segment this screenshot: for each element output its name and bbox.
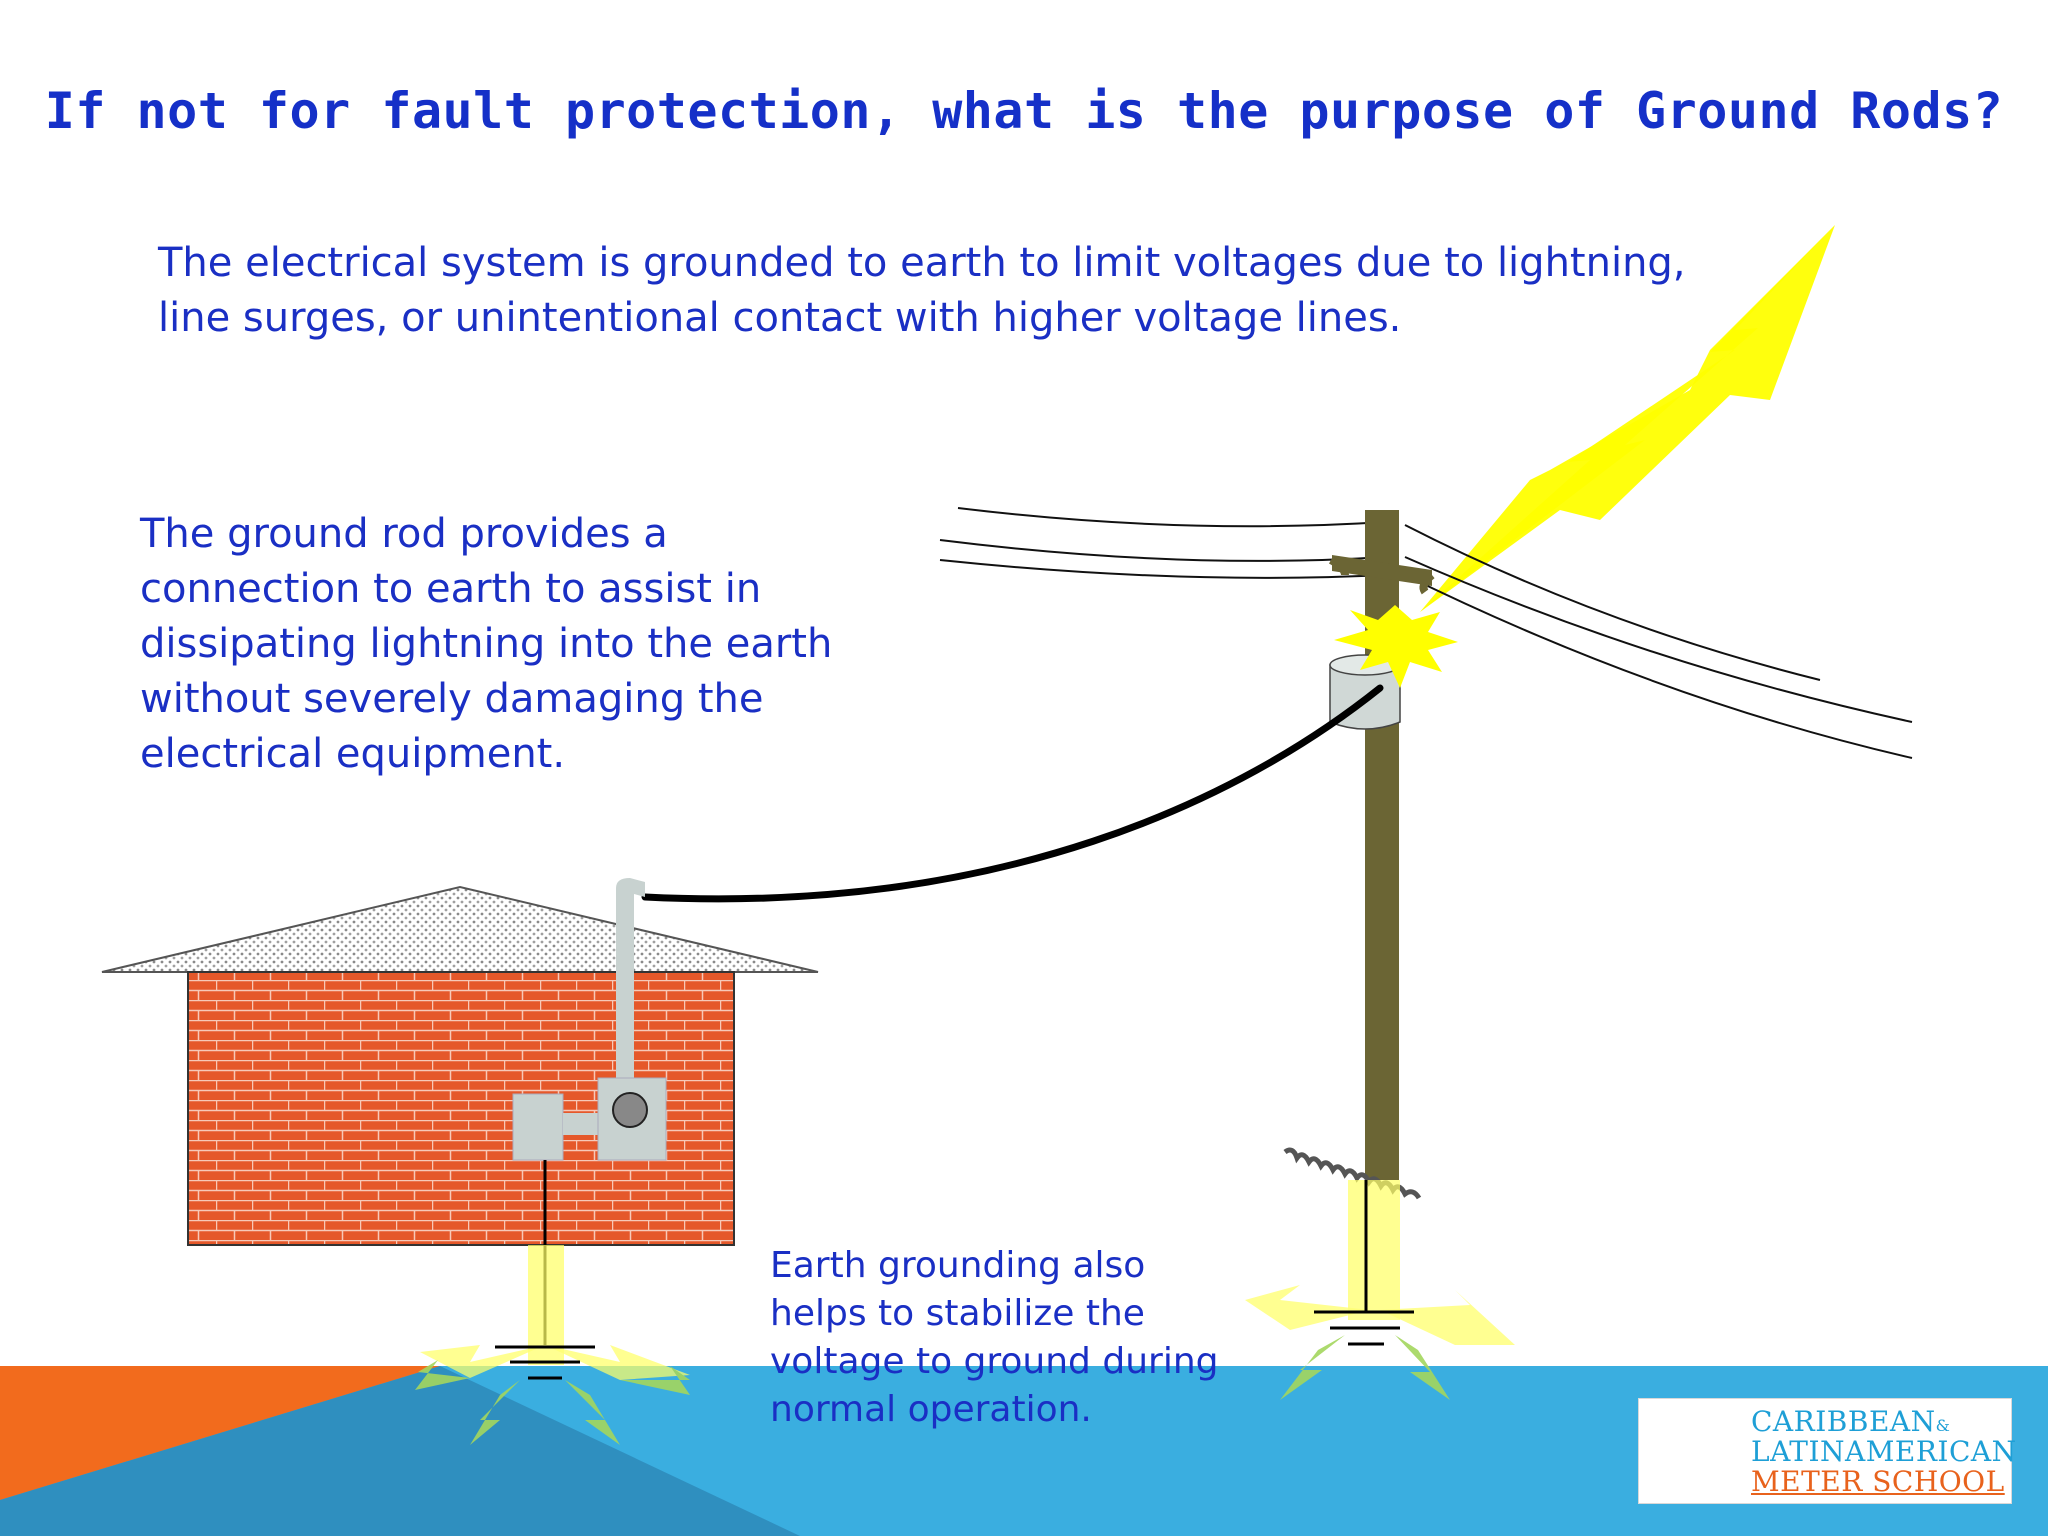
utility-pole-icon (1328, 510, 1435, 1180)
meter-icon (612, 1092, 648, 1128)
service-equipment (512, 1077, 667, 1161)
logo-line-3: METER SCHOOL (1751, 1465, 2005, 1498)
ground-symbol-icon (495, 1345, 595, 1380)
pole-ground-dissipation (1245, 1180, 1515, 1400)
pole-ground-symbol-icon (1314, 1310, 1414, 1346)
slide-title: If not for fault protection, what is the… (44, 82, 2004, 140)
logo-line-1-text: CARIBBEAN (1751, 1405, 1936, 1438)
service-drop-cable (641, 684, 1384, 903)
service-mast (616, 878, 645, 1083)
logo-line-2: LATINAMERICAN (1751, 1435, 2017, 1468)
intro-paragraph: The electrical system is grounded to ear… (158, 240, 1686, 341)
house-ground-dissipation (415, 1245, 690, 1445)
school-logo: CARIBBEAN& LATINAMERICAN METER SCHOOL (1638, 1398, 2016, 1504)
lightning-bolt-glow (1420, 225, 1835, 612)
logo-ampersand: & (1935, 1416, 1951, 1435)
ground-rod-paragraph: The ground rod provides a connection to … (140, 511, 833, 777)
power-lines (939, 507, 1913, 759)
strike-burst (1334, 605, 1458, 688)
stabilize-paragraph: Earth grounding also helps to stabilize … (770, 1245, 1219, 1430)
logo-line-1: CARIBBEAN& (1751, 1407, 1950, 1441)
